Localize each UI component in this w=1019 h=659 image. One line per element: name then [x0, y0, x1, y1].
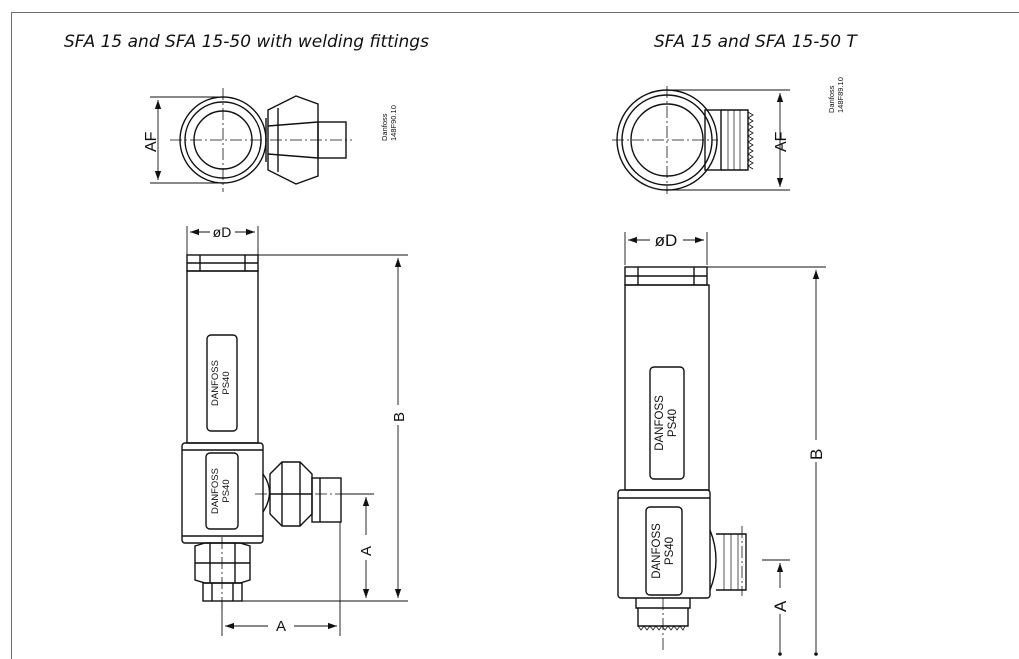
frame-left-border	[11, 12, 12, 659]
frame-top-border	[11, 12, 1019, 13]
right-front-view	[617, 232, 826, 656]
left-tube-label: DANFOSS PS40	[210, 360, 232, 406]
svg-text:PS40: PS40	[221, 371, 232, 394]
left-drawing-code-brand: Danfoss	[380, 113, 389, 141]
left-drawing-code-number: 148F90.10	[389, 105, 398, 141]
svg-text:DANFOSS: DANFOSS	[654, 395, 666, 451]
right-top-view	[612, 86, 790, 194]
svg-text:DANFOSS: DANFOSS	[210, 360, 221, 406]
svg-text:DANFOSS: DANFOSS	[651, 523, 663, 579]
svg-text:PS40: PS40	[221, 479, 232, 502]
left-front-view	[181, 226, 408, 636]
right-af-label: AF	[773, 131, 790, 152]
right-drawing-code-brand: Danfoss	[827, 85, 836, 113]
left-housing-label: DANFOSS PS40	[210, 468, 232, 514]
svg-text:DANFOSS: DANFOSS	[210, 468, 221, 514]
right-diameter-label: øD	[655, 231, 678, 250]
svg-text:PS40: PS40	[664, 537, 676, 565]
right-housing-label: DANFOSS PS40	[651, 523, 676, 579]
right-a-label: A	[771, 600, 790, 612]
left-a-horizontal-label: A	[276, 618, 286, 635]
left-a-vertical-label: A	[358, 546, 375, 556]
title-welding-fittings: SFA 15 and SFA 15-50 with welding fittin…	[64, 32, 429, 52]
title-threaded-version: SFA 15 and SFA 15-50 T	[654, 32, 857, 52]
right-b-label: B	[807, 449, 826, 460]
right-tube-label: DANFOSS PS40	[654, 395, 679, 451]
left-top-view	[150, 88, 352, 192]
svg-text:PS40: PS40	[667, 409, 679, 437]
left-af-label: AF	[143, 131, 160, 152]
right-drawing-code-number: 148F89.10	[836, 77, 845, 113]
left-diameter-label: øD	[213, 224, 232, 240]
left-b-label: B	[391, 412, 408, 422]
